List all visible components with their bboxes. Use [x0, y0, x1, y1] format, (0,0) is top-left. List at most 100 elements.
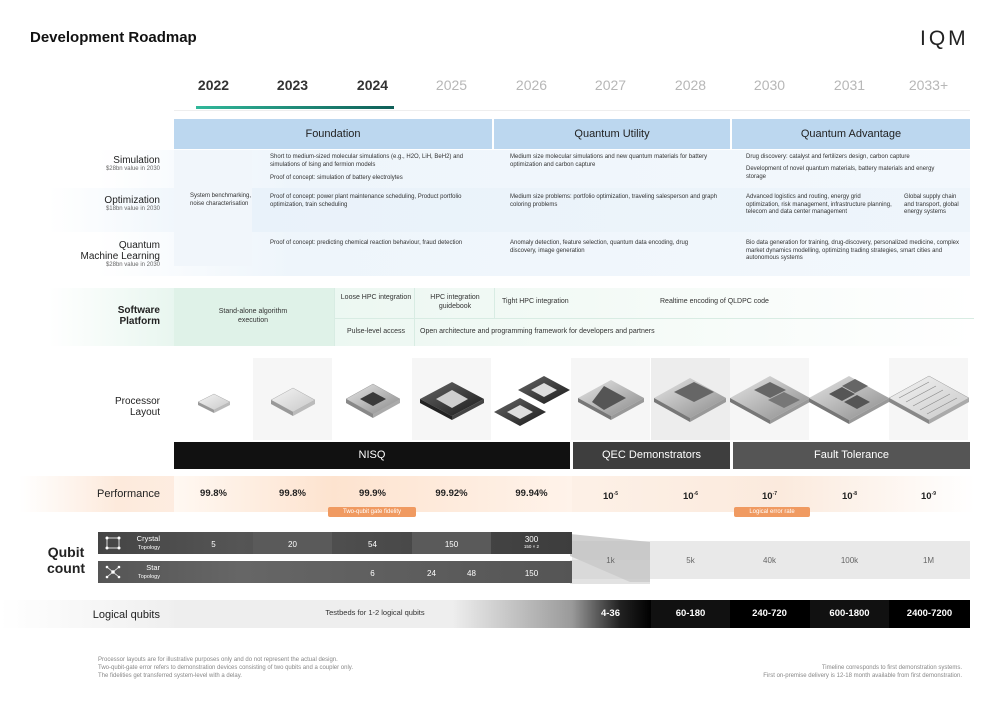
software-divider-h: [334, 318, 974, 319]
open-architecture-framework: Open architecture and programming framew…: [420, 328, 655, 335]
footer-left-1: Processor layouts are for illustrative p…: [98, 657, 338, 663]
crystal-topology-icon: [105, 536, 121, 550]
timeline-progress-bar: [196, 106, 394, 109]
logical-qubits-2031: 600-1800: [829, 608, 870, 619]
utility-sim-text: Medium size molecular simulations and ne…: [510, 154, 708, 168]
logical-shade-2028: [651, 600, 730, 628]
year-2030: 2030: [753, 77, 786, 93]
simulation-title: Simulation: [113, 155, 160, 166]
advantage-opt-text-1: Advanced logistics and routing, energy g…: [746, 194, 892, 215]
processor-illustrations: [197, 375, 970, 426]
crystal-qubits-2026-note: 150 × 2: [523, 544, 540, 549]
year-2027: 2027: [594, 77, 627, 93]
logical-error-rate-tag: Logical error rate: [734, 507, 810, 517]
qubit-count-label: Qubit count: [38, 544, 94, 576]
logical-shade-2031: [810, 600, 889, 628]
error-base-2028: 10: [682, 491, 694, 503]
qubits-2030: 40k: [763, 556, 776, 565]
foundation-opt-text: Proof of concept: power plant maintenanc…: [270, 194, 462, 208]
star-topology-bar: [98, 561, 572, 583]
chip-2024: [345, 383, 401, 418]
software-divider-1: [334, 288, 335, 346]
advantage-sim-text-1: Drug discovery: catalyst and fertilizers…: [746, 154, 910, 160]
phase-quantum-advantage: Quantum Advantage: [732, 119, 970, 149]
qml-value: $28bn value in 2030: [105, 262, 160, 268]
qml-title-1: Quantum: [118, 240, 160, 251]
optimization-label: Optimization $18bn value in 2030: [104, 195, 160, 212]
error-exp-2033: -9: [931, 491, 937, 497]
logical-qubits-2033: 2400-7200: [906, 608, 953, 619]
simulation-value: $28bn value in 2030: [105, 166, 160, 172]
crystal-topology-label: Crystal Topology: [132, 535, 160, 552]
qubit-merge-shape: [570, 534, 650, 584]
year-2023: 2023: [276, 77, 309, 93]
footer-left-2: Two-qubit-gate error refers to demonstra…: [98, 665, 354, 671]
fidelity-2023: 99.8%: [279, 488, 306, 499]
software-divider-3: [494, 288, 495, 318]
advantage-opt-text-2: Global supply chain and transport, globa…: [904, 194, 959, 215]
star-qubits-2025b: 48: [467, 569, 476, 578]
logical-qubits-2030: 240-720: [752, 608, 787, 619]
optimization-value: $18bn value in 2030: [105, 206, 160, 212]
pulse-level-access: Pulse-level access: [347, 328, 405, 335]
era-nisq: NISQ: [174, 442, 570, 469]
chip-2026: [494, 376, 570, 426]
tight-hpc-integration: Tight HPC integration: [502, 298, 569, 305]
two-qubit-fidelity-tag: Two-qubit gate fidelity: [328, 507, 416, 517]
star-qubits-2024: 6: [370, 569, 375, 578]
chip-2033: [888, 375, 970, 424]
foundation-sim-text-1: Short to medium-sized molecular simulati…: [270, 154, 464, 168]
qubit-title-1: Qubit: [47, 544, 85, 560]
logical-qubits-2027: 4-36: [600, 608, 620, 619]
error-base-2031: 10: [841, 491, 853, 503]
star-name: Star: [146, 563, 160, 572]
error-exp-2028: -6: [693, 491, 699, 497]
foundation-qml-text: Proof of concept: predicting chemical re…: [270, 240, 463, 246]
phase-quantum-utility: Quantum Utility: [494, 119, 730, 149]
advantage-sim-text-2: Development of novel quantum materials, …: [746, 166, 935, 180]
chip-2027: [578, 380, 644, 420]
chip-2025: [420, 382, 484, 420]
processor-title-2: Layout: [129, 407, 160, 418]
chip-2030: [730, 376, 810, 424]
logical-qubits-label-band: [0, 600, 174, 628]
year-2025: 2025: [435, 77, 468, 93]
crystal-shade-2023: [253, 532, 332, 554]
processor-label: Processor Layout: [115, 396, 160, 418]
standalone-execution: Stand-alone algorithm execution: [218, 308, 288, 324]
processor-title-1: Processor: [114, 396, 160, 407]
year-2031: 2031: [833, 77, 866, 93]
qubits-2028: 5k: [686, 556, 695, 565]
standalone-cell: [174, 288, 334, 346]
software-divider-2: [414, 288, 415, 318]
qubits-2033: 1M: [922, 556, 935, 565]
loose-hpc-integration: Loose HPC integration: [340, 294, 412, 301]
error-rate-2030: 10-7: [730, 476, 809, 512]
chip-2028: [654, 378, 726, 422]
foundation-sim-text-2: Proof of concept: simulation of battery …: [270, 175, 403, 181]
qml-title-2: Machine Learning: [80, 251, 161, 262]
chip-2031: [809, 376, 889, 424]
fidelity-2025: 99.92%: [435, 488, 468, 499]
chip-2022: [197, 393, 231, 413]
logical-qubits-label: Logical qubits: [92, 609, 160, 621]
year-2022: 2022: [197, 77, 230, 93]
chip-2023: [270, 387, 316, 416]
crystal-shade-2025: [412, 532, 491, 554]
crystal-sub: Topology: [137, 545, 160, 551]
testbeds-text: Testbeds for 1-2 logical qubits: [325, 608, 425, 617]
utility-opt-text: Medium size problems: portfolio optimiza…: [510, 194, 718, 208]
timeline-baseline: [174, 110, 970, 111]
fidelity-2026: 99.94%: [515, 488, 548, 499]
software-divider-4: [414, 318, 415, 346]
simulation-label: Simulation $28bn value in 2030: [106, 155, 160, 172]
logical-qubits-2028: 60-180: [675, 608, 706, 619]
footer-notes-right: Timeline corresponds to first demonstrat…: [640, 664, 962, 680]
iqm-logo: IQM: [920, 27, 969, 50]
year-2028: 2028: [674, 77, 707, 93]
era-fault-tolerance: Fault Tolerance: [733, 442, 970, 469]
error-rate-2027: 10-5: [571, 476, 650, 512]
error-exp-2027: -5: [613, 491, 619, 497]
footer-notes-left: Processor layouts are for illustrative p…: [98, 656, 498, 680]
system-benchmarking-text: System benchmarking, noise characterisat…: [190, 193, 252, 207]
